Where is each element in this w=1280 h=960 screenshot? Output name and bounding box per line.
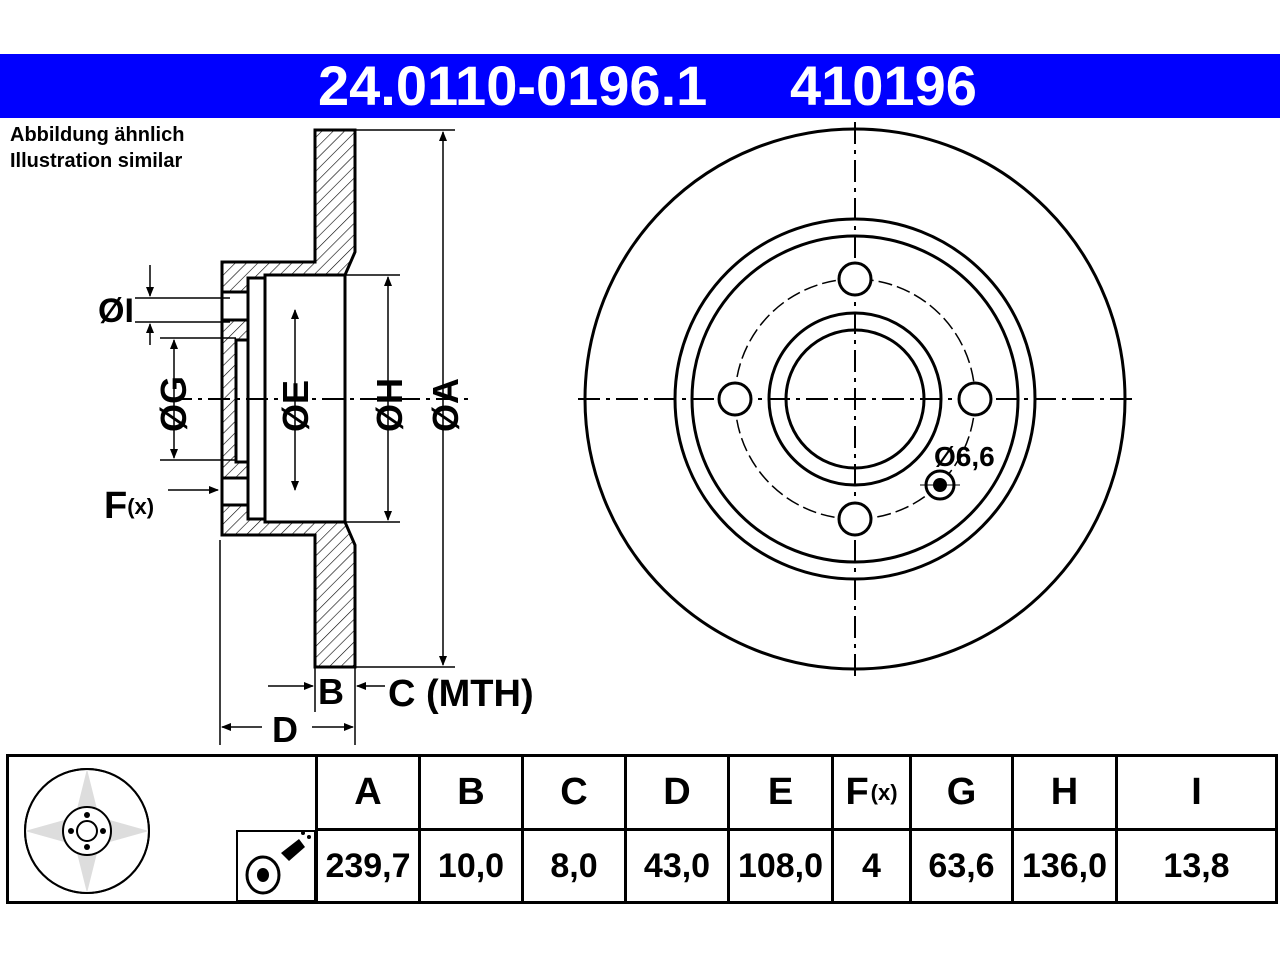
label-f: F(x) — [104, 485, 154, 527]
section-view: ØI ØG ØE ØH ØA F(x) B C (MTH) — [98, 128, 534, 750]
header-i: I — [1115, 757, 1275, 831]
value-a: 239,7 — [315, 831, 418, 901]
section-lower — [220, 503, 357, 669]
front-view: Ø6,6 — [578, 122, 1135, 678]
label-c-mth: C (MTH) — [388, 673, 534, 715]
value-i: 13,8 — [1115, 831, 1275, 901]
title-bar: 24.0110-0196.1 410196 — [0, 54, 1280, 118]
center-bore-outer — [767, 311, 943, 487]
bolt-hole-bottom — [837, 501, 873, 537]
header-b: B — [418, 757, 521, 831]
value-e: 108,0 — [727, 831, 831, 901]
bolt-hole-top — [837, 261, 873, 297]
part-number: 24.0110-0196.1 — [318, 54, 708, 117]
disc-thumbnail-icon — [24, 768, 316, 902]
value-h: 136,0 — [1011, 831, 1115, 901]
header-d: D — [624, 757, 727, 831]
header-f: F(x) — [831, 757, 909, 831]
header-f-subscript: (x) — [870, 779, 898, 805]
label-dia-g: ØG — [153, 376, 194, 432]
label-dia-h: ØH — [369, 378, 410, 432]
hub-outer — [690, 234, 1020, 564]
value-d: 43,0 — [624, 831, 727, 901]
label-dia-e: ØE — [275, 380, 316, 432]
label-b: B — [318, 671, 344, 712]
disc-thumbnail-cell — [9, 757, 316, 902]
label-d: D — [272, 709, 298, 750]
label-dia-a: ØA — [425, 378, 466, 432]
section-upper — [220, 128, 357, 294]
illustration-note: Abbildung ähnlich Illustration similar — [10, 122, 184, 174]
value-b: 10,0 — [418, 831, 521, 901]
header-c: C — [521, 757, 624, 831]
center-bore-inner — [784, 328, 926, 470]
header-d-label: D — [663, 771, 691, 813]
header-e: E — [727, 757, 831, 831]
bolt-hole-right — [957, 381, 993, 417]
header-i-label: I — [1191, 771, 1202, 813]
reference-number: 410196 — [790, 54, 977, 117]
bolt-hole-left — [717, 381, 753, 417]
header-e-label: E — [767, 771, 794, 813]
value-f: 4 — [831, 831, 909, 901]
friction-inner — [673, 217, 1037, 581]
header-h-label: H — [1050, 771, 1079, 813]
value-g: 63,6 — [909, 831, 1011, 901]
value-c: 8,0 — [521, 831, 624, 901]
header-g: G — [909, 757, 1011, 831]
header-b-label: B — [457, 771, 485, 813]
header-h: H — [1011, 757, 1115, 831]
header-f-label: F — [845, 771, 869, 813]
header-a-label: A — [354, 771, 382, 813]
header-a: A — [315, 757, 418, 831]
note-english: Illustration similar — [10, 150, 183, 172]
header-g-label: G — [946, 771, 977, 813]
label-hole-dia: Ø6,6 — [934, 441, 995, 472]
outer-rim — [583, 127, 1127, 671]
label-dia-i: ØI — [98, 292, 134, 330]
header-c-label: C — [560, 771, 588, 813]
note-german: Abbildung ähnlich — [10, 124, 185, 146]
